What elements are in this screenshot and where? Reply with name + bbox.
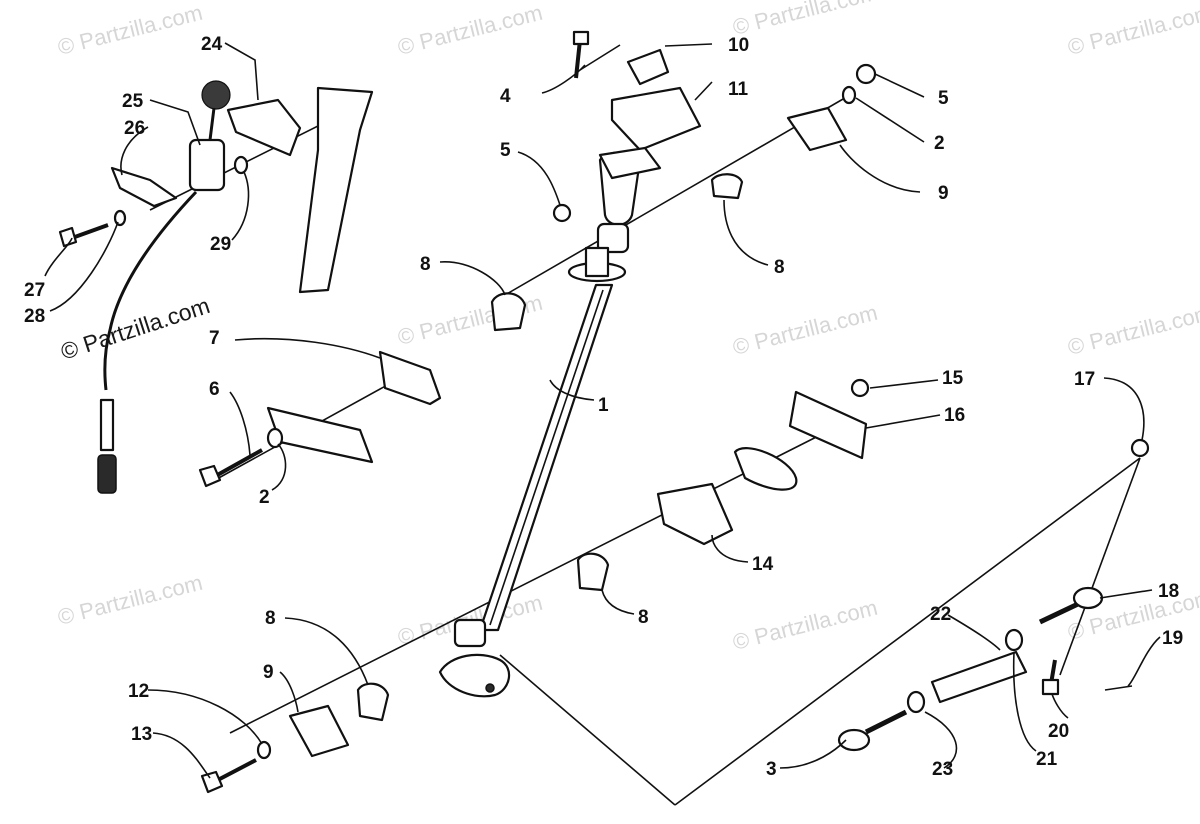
callout-11: 11 [728,79,749,100]
callout-9-upper: 9 [938,183,949,204]
callout-29: 29 [210,234,231,255]
callout-8-middle: 8 [638,607,649,628]
clamp-parts [198,30,877,794]
callout-22: 22 [930,604,951,625]
callout-5-left: 5 [500,140,511,161]
callout-8-upper-left: 8 [420,254,431,275]
callout-15: 15 [942,368,964,389]
callout-24: 24 [201,34,223,55]
callout-12: 12 [128,681,149,702]
watermark-prominent: © Partzilla.com [58,292,213,365]
leader-lines [44,42,1161,779]
callout-10: 10 [728,35,749,56]
callout-25: 25 [122,91,144,112]
callout-13: 13 [131,724,152,745]
callout-9-lower: 9 [263,662,274,683]
callout-7: 7 [209,328,220,349]
callout-8-lower-left: 8 [265,608,276,629]
callout-4: 4 [500,86,511,107]
callout-16: 16 [944,405,965,426]
callout-1: 1 [598,395,609,416]
callout-21: 21 [1036,749,1058,770]
watermark: © Partzilla.com [730,595,880,655]
callout-20: 20 [1048,721,1069,742]
callout-19: 19 [1162,628,1183,649]
callout-2-lower: 2 [259,487,270,508]
cable-assembly [58,80,374,494]
callout-8-upper-right: 8 [774,257,785,278]
callouts: 1 2 2 3 4 5 5 6 7 8 8 8 8 9 9 10 11 12 1… [24,34,1183,780]
callout-18: 18 [1158,581,1179,602]
callout-6: 6 [209,379,220,400]
callout-2-upper: 2 [934,133,945,154]
callout-3: 3 [766,759,777,780]
watermark: © Partzilla.com [730,300,880,360]
watermark: © Partzilla.com [55,0,205,60]
callout-23: 23 [932,759,953,780]
callout-17: 17 [1074,369,1095,390]
callout-27: 27 [24,280,45,301]
watermark: © Partzilla.com [1065,300,1200,360]
callout-26: 26 [124,118,145,139]
callout-5-right: 5 [938,88,949,109]
watermark: © Partzilla.com [395,0,545,60]
watermark: © Partzilla.com [55,570,205,630]
callout-28: 28 [24,306,45,327]
watermark: © Partzilla.com [1065,0,1200,60]
callout-14: 14 [752,554,774,575]
watermark: © Partzilla.com [730,0,880,40]
